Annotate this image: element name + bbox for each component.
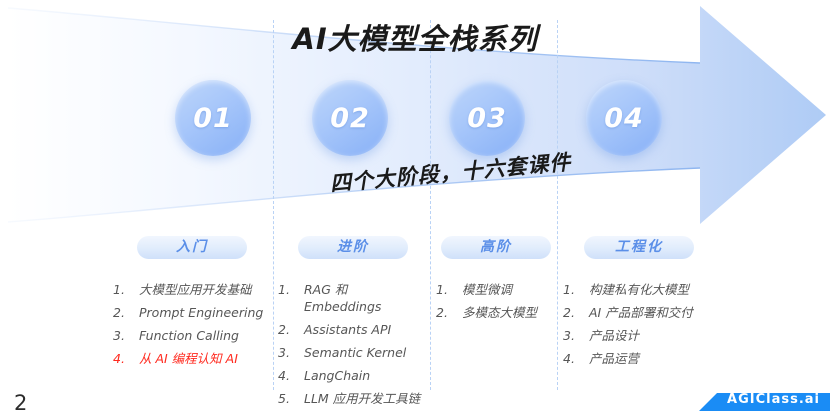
stage-circle-04: 04 <box>586 80 662 156</box>
stage-column-01: 入门 1. 大模型应用开发基础 2. Prompt Engineering 3. Func… <box>113 236 271 373</box>
stage-number: 03 <box>467 102 507 134</box>
page-subtitle: 四个大阶段，十六套课件 <box>329 150 573 196</box>
stage-item-list-02: 1. RAG 和 Embeddings 2. Assistants API 3. Sema… <box>278 281 428 411</box>
column-divider <box>273 20 274 390</box>
page-title: AI大模型全栈系列 <box>292 22 538 56</box>
list-item-index: 3. <box>563 328 575 343</box>
brand-banner: AGIClass.ai <box>699 393 830 411</box>
list-item: 1. RAG 和 Embeddings <box>278 281 428 315</box>
list-item-label: LLM 应用开发工具链 <box>304 391 421 406</box>
list-item: 5. LLM 应用开发工具链 <box>278 390 428 407</box>
stage-number: 01 <box>193 102 233 134</box>
list-item-index: 5. <box>278 391 290 406</box>
list-item-index: 1. <box>278 282 290 297</box>
list-item: 1. 模型微调 <box>436 281 556 298</box>
list-item-label: Semantic Kernel <box>304 345 407 360</box>
list-item: 2. AI 产品部署和交付 <box>563 304 715 321</box>
list-item-label: 产品运营 <box>589 351 640 366</box>
list-item: 4. LangChain <box>278 367 428 384</box>
stage-circle-02: 02 <box>312 80 388 156</box>
list-item-index: 4. <box>278 368 290 383</box>
list-item-label: Prompt Engineering <box>139 305 264 320</box>
list-item: 3. Semantic Kernel <box>278 344 428 361</box>
list-item-index: 2. <box>113 305 125 320</box>
stage-item-list-03: 1. 模型微调 2. 多模态大模型 <box>436 281 556 321</box>
list-item-index: 3. <box>278 345 290 360</box>
list-item: 4. 产品运营 <box>563 350 715 367</box>
stage-circle-03: 03 <box>449 80 525 156</box>
list-item: 3. Function Calling <box>113 327 271 344</box>
list-item: 2. Prompt Engineering <box>113 304 271 321</box>
stage-label-pill-04: 工程化 <box>584 236 694 259</box>
stage-circle-01: 01 <box>175 80 251 156</box>
stage-column-02: 进阶 1. RAG 和 Embeddings 2. Assistants API 3. S… <box>278 236 428 411</box>
list-item-label: 从 AI 编程认知 AI <box>139 351 238 366</box>
list-item-index: 1. <box>563 282 575 297</box>
list-item-index: 3. <box>113 328 125 343</box>
stage-column-04: 工程化 1. 构建私有化大模型 2. AI 产品部署和交付 3. 产品设计 4. 产品运营 <box>563 236 715 373</box>
list-item: 1. 大模型应用开发基础 <box>113 281 271 298</box>
stage-label-pill-03: 高阶 <box>441 236 551 259</box>
list-item-label: 构建私有化大模型 <box>589 282 690 297</box>
stage-column-03: 高阶 1. 模型微调 2. 多模态大模型 <box>436 236 556 327</box>
stage-number: 02 <box>330 102 370 134</box>
brand-banner-text: AGIClass.ai <box>727 393 820 407</box>
stage-item-list-01: 1. 大模型应用开发基础 2. Prompt Engineering 3. Functio… <box>113 281 271 367</box>
list-item: 4. 从 AI 编程认知 AI <box>113 350 271 367</box>
list-item-index: 4. <box>563 351 575 366</box>
list-item-index: 2. <box>436 305 448 320</box>
stage-label-pill-02: 进阶 <box>298 236 408 259</box>
list-item-index: 2. <box>563 305 575 320</box>
list-item-index: 4. <box>113 351 125 366</box>
list-item: 3. 产品设计 <box>563 327 715 344</box>
stage-label-pill-01: 入门 <box>137 236 247 259</box>
column-divider <box>557 20 558 390</box>
list-item: 2. 多模态大模型 <box>436 304 556 321</box>
list-item: 1. 构建私有化大模型 <box>563 281 715 298</box>
column-divider <box>430 20 431 390</box>
list-item-index: 1. <box>113 282 125 297</box>
list-item-index: 2. <box>278 322 290 337</box>
list-item-label: AI 产品部署和交付 <box>589 305 693 320</box>
list-item-label: 模型微调 <box>462 282 513 297</box>
list-item-index: 1. <box>436 282 448 297</box>
list-item-label: Assistants API <box>304 322 392 337</box>
list-item-label: 多模态大模型 <box>462 305 538 320</box>
list-item: 2. Assistants API <box>278 321 428 338</box>
list-item-label: 产品设计 <box>589 328 640 343</box>
stage-item-list-04: 1. 构建私有化大模型 2. AI 产品部署和交付 3. 产品设计 4. 产品运营 <box>563 281 715 367</box>
list-item-label: 大模型应用开发基础 <box>139 282 252 297</box>
list-item-label: RAG 和 Embeddings <box>304 282 382 314</box>
list-item-label: LangChain <box>304 368 371 383</box>
stage-number: 04 <box>604 102 644 134</box>
page-number: 2 <box>14 391 28 411</box>
list-item-label: Function Calling <box>139 328 239 343</box>
